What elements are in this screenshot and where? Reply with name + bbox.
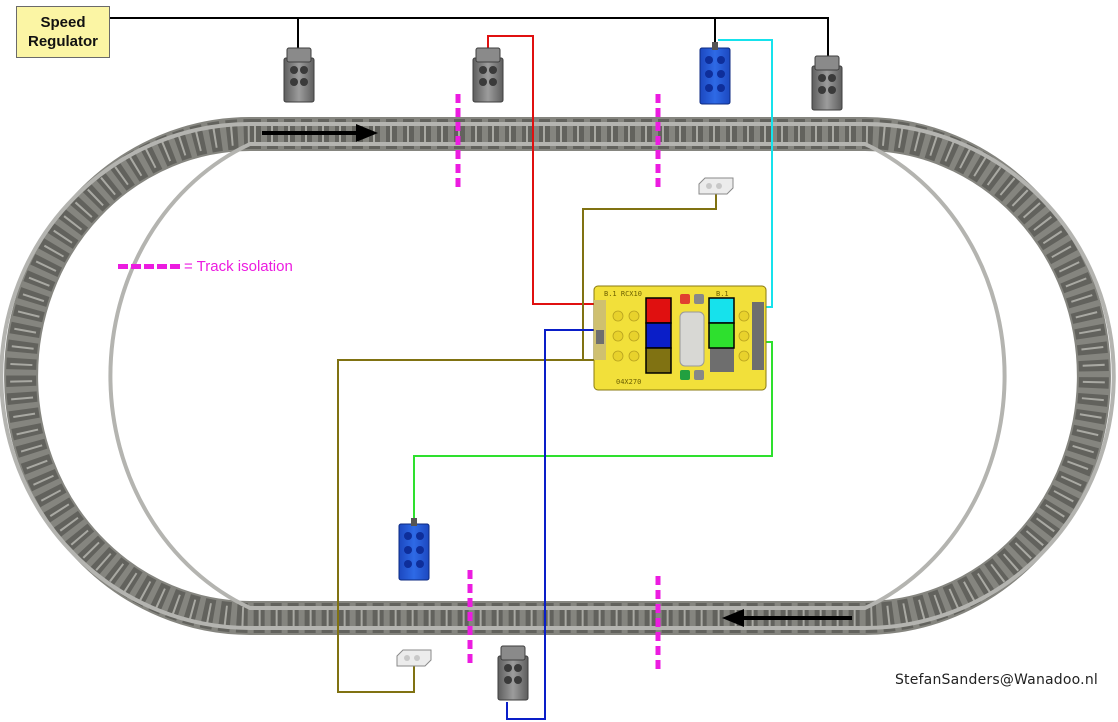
rcx-port-a-cyan (708, 297, 735, 324)
rcx-controller: B.1 RCX10 B.1 04X270 (593, 285, 767, 391)
light-sensor-top (698, 177, 734, 195)
touch-sensor-top (699, 41, 731, 105)
rcx-port-1-red (645, 297, 672, 324)
speed-regulator-line1: Speed (40, 14, 86, 31)
track-connector-top-middle (472, 47, 504, 103)
rcx-port-2-blue (645, 322, 672, 349)
wire-speed-regulator (110, 17, 829, 56)
track-isolation-marks (455, 94, 661, 670)
rcx-port-3-olive (645, 347, 672, 374)
legend-text: = Track isolation (184, 257, 293, 275)
author-credit: StefanSanders@Wanadoo.nl (894, 672, 1098, 688)
track-isolation-legend: = Track isolation (118, 256, 293, 276)
rcx-port-b-green (708, 322, 735, 349)
speed-regulator-box: Speed Regulator (16, 6, 110, 58)
rcx-label-bottom: 04X270 (616, 378, 641, 386)
track-connector-top-left (283, 47, 315, 103)
wire-blue (506, 329, 646, 720)
light-sensor-bottom (396, 649, 432, 667)
legend-dash-icon (118, 263, 180, 269)
speed-regulator-line2: Regulator (27, 33, 98, 50)
track-connector-top-right (811, 55, 843, 111)
direction-arrow-top (262, 124, 378, 142)
rcx-label-top-left: B.1 RCX10 (604, 290, 642, 298)
rcx-label-top-right: B.1 (716, 290, 729, 298)
touch-sensor-bottom (398, 517, 430, 581)
wire-olive-bottom (337, 359, 646, 693)
direction-arrow-bottom (722, 609, 852, 627)
wire-red (487, 35, 646, 305)
track-oval (0, 117, 1116, 635)
track-connector-bottom (497, 645, 529, 701)
